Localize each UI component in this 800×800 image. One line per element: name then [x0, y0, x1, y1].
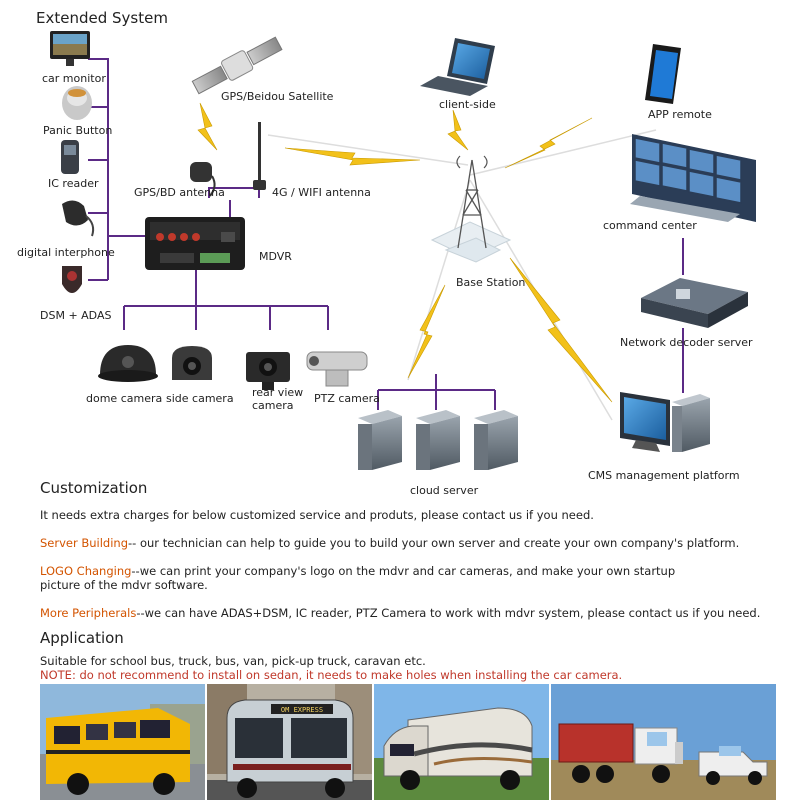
- car-monitor-label: car monitor: [42, 72, 106, 85]
- logo-changing-text: --we can print your company's logo on th…: [131, 564, 675, 578]
- satellite-icon: [190, 34, 283, 98]
- ptz-camera-label: PTZ camera: [314, 392, 380, 405]
- more-peripherals-label: More Peripherals: [40, 606, 136, 620]
- application-suitable: Suitable for school bus, truck, bus, van…: [40, 654, 426, 668]
- customization-intro: It needs extra charges for below customi…: [40, 508, 594, 522]
- application-heading: Application: [40, 629, 124, 647]
- more-peripherals-text: --we can have ADAS+DSM, IC reader, PTZ C…: [136, 606, 760, 620]
- extended-system-diagram: Extended System car monitor Panic Button…: [0, 0, 800, 500]
- cms-platform-icon: [620, 392, 710, 452]
- cms-platform-label: CMS management platform: [588, 469, 740, 482]
- client-side-label: client-side: [439, 98, 496, 111]
- car-monitor-icon: [50, 31, 90, 66]
- side-camera-icon: [172, 346, 212, 380]
- decoder-server-label: Network decoder server: [620, 336, 753, 349]
- customization-heading: Customization: [40, 479, 147, 497]
- wifi-antenna-label: 4G / WIFI antenna: [272, 186, 371, 199]
- ic-reader-label: IC reader: [48, 177, 99, 190]
- interphone-icon: [62, 200, 93, 236]
- wifi-antenna-icon: [253, 122, 266, 190]
- cloud-server-label: cloud server: [410, 484, 479, 497]
- truck-photo: [551, 684, 776, 800]
- dome-camera-icon: [98, 345, 158, 382]
- logo-changing-label: LOGO Changing: [40, 564, 131, 578]
- ptz-camera-icon: [307, 352, 367, 386]
- school-bus-photo: [40, 684, 205, 800]
- interphone-label: digital interphone: [17, 246, 115, 259]
- app-remote-label: APP remote: [648, 108, 712, 121]
- laptop-icon: [420, 38, 495, 96]
- logo-changing-text-continued: picture of the mdvr software.: [40, 578, 208, 592]
- gps-antenna-label: GPS/BD antenna: [134, 186, 225, 199]
- server-building-label: Server Building: [40, 536, 128, 550]
- video-wall-icon: [630, 134, 756, 222]
- dsm-adas-icon: [62, 266, 82, 293]
- panic-button-label: Panic Button: [43, 124, 112, 137]
- city-bus-photo: OM EXPRESS: [207, 684, 372, 800]
- base-station-icon: [432, 156, 510, 262]
- decoder-server-icon: [641, 278, 748, 328]
- command-center-label: command center: [603, 219, 697, 232]
- smartphone-icon: [645, 44, 681, 104]
- mdvr-label: MDVR: [259, 250, 292, 263]
- side-camera-label: side camera: [166, 392, 234, 405]
- server-building-item: Server Building-- our technician can hel…: [40, 536, 739, 550]
- application-note: NOTE: do not recommend to install on sed…: [40, 668, 622, 682]
- ic-reader-icon: [61, 140, 79, 174]
- base-station-label: Base Station: [456, 276, 525, 289]
- satellite-label: GPS/Beidou Satellite: [221, 90, 334, 103]
- dome-camera-label: dome camera: [86, 392, 162, 405]
- rear-camera-icon: [246, 352, 290, 390]
- more-peripherals-item: More Peripherals--we can have ADAS+DSM, …: [40, 606, 760, 620]
- logo-changing-item: LOGO Changing--we can print your company…: [40, 564, 675, 578]
- panic-button-icon: [62, 86, 92, 120]
- bus-destination-sign: OM EXPRESS: [281, 706, 323, 714]
- server-building-text: -- our technician can help to guide you …: [128, 536, 739, 550]
- diagram-title: Extended System: [36, 9, 168, 27]
- dsm-adas-label: DSM + ADAS: [40, 309, 111, 322]
- caravan-photo: [374, 684, 549, 800]
- mdvr-icon: [145, 217, 245, 270]
- cloud-server-icons: [358, 410, 518, 470]
